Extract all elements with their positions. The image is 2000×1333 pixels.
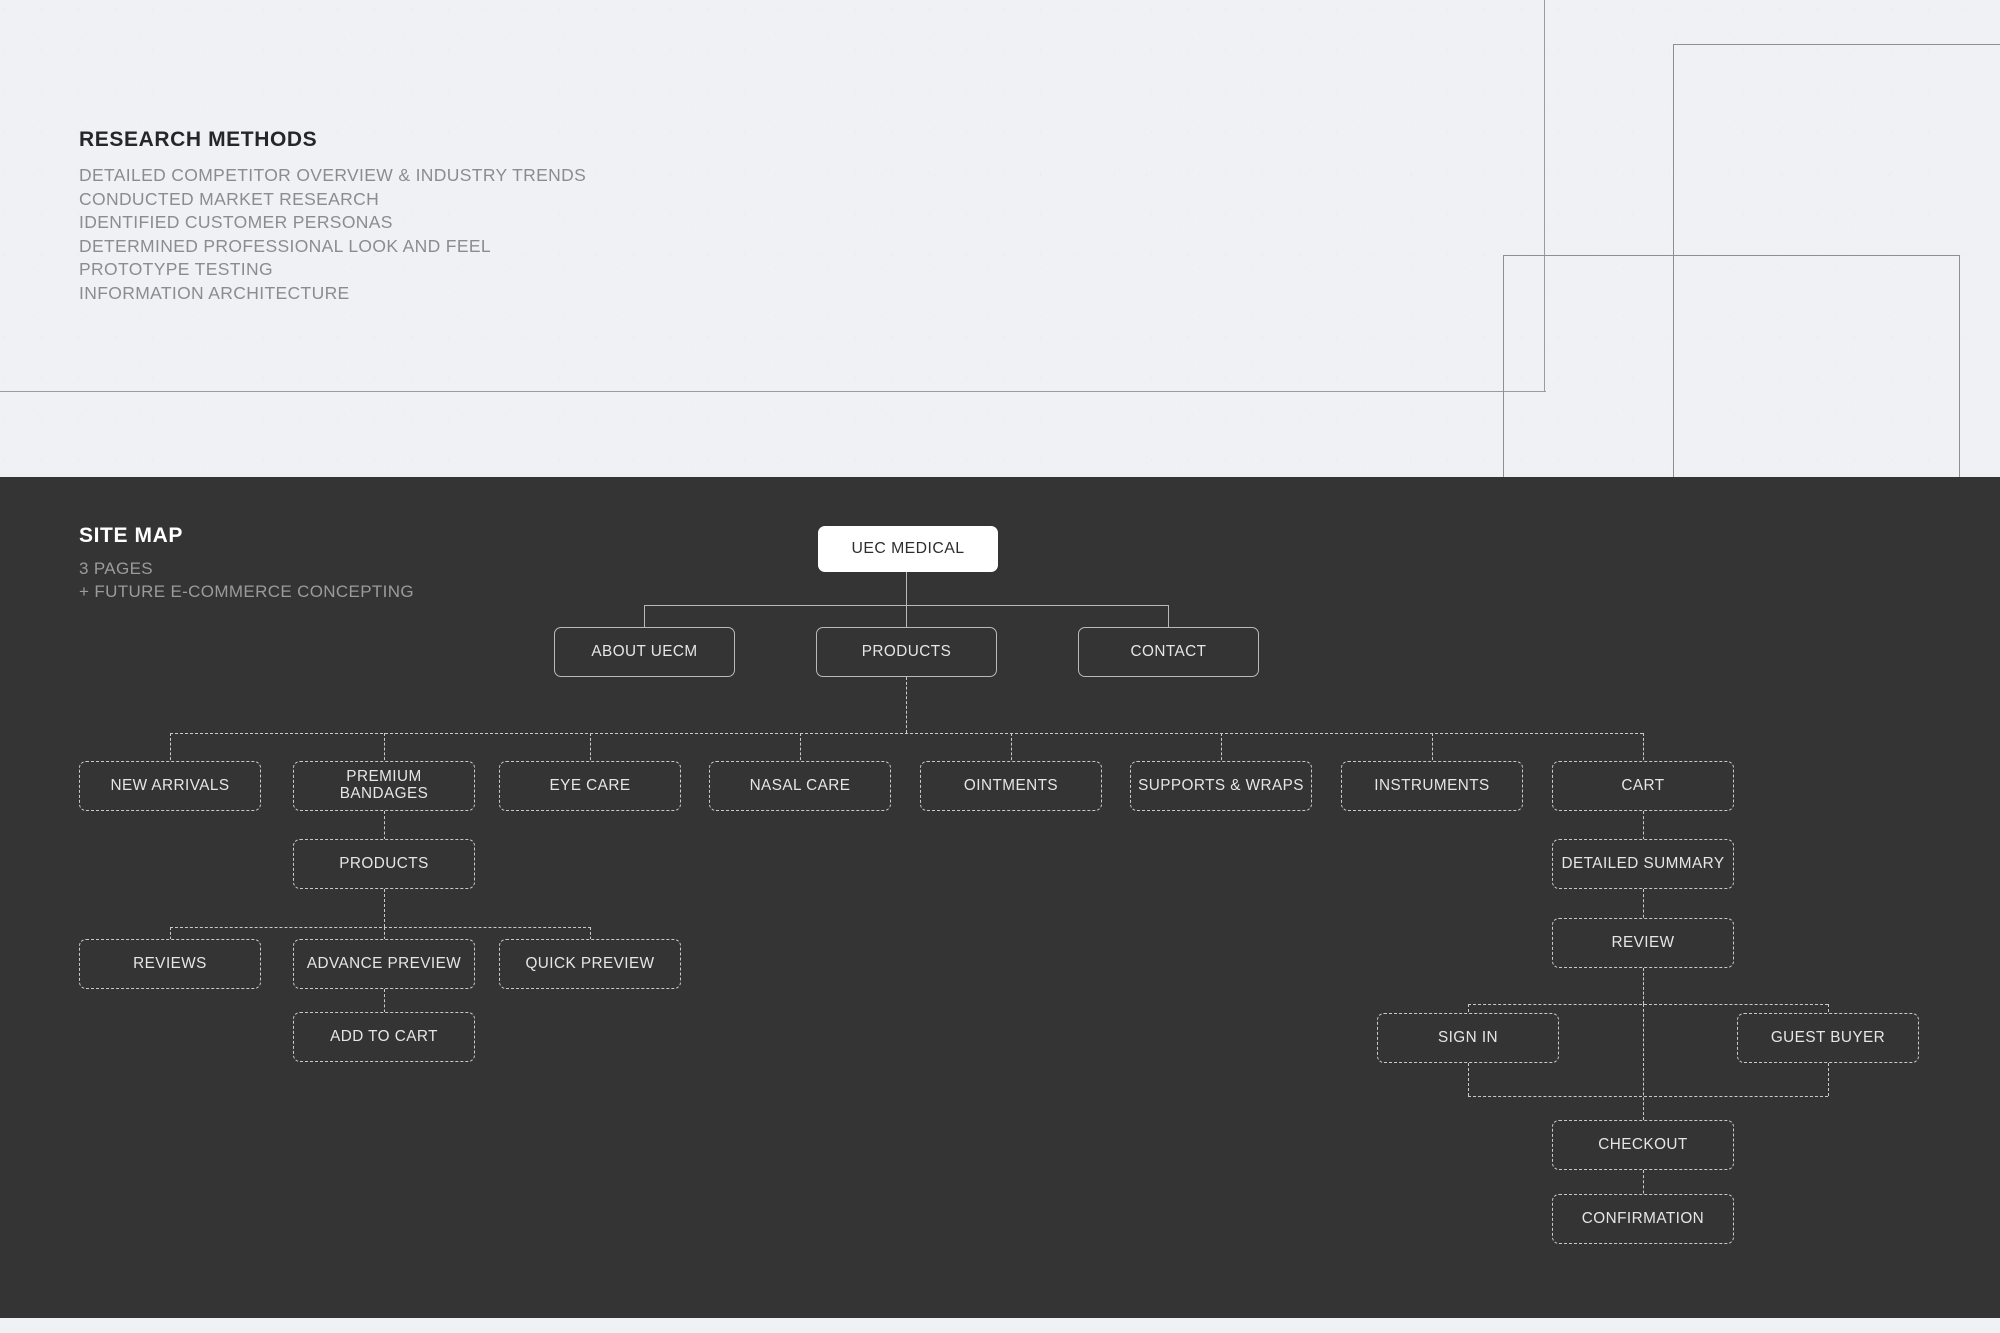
connector-new-arrivals-drop (170, 733, 171, 765)
decorative-rectangle-lower (1503, 255, 1960, 477)
connector-checkout-to-confirmation (1643, 1170, 1644, 1214)
research-method-item: INFORMATION ARCHITECTURE (79, 282, 350, 303)
node-premium-bandages[interactable]: PREMIUM BANDAGES (293, 761, 475, 811)
connector-premium-bandages-drop (384, 733, 385, 765)
node-label: ABOUT UECM (591, 642, 698, 660)
node-label: QUICK PREVIEW (525, 954, 655, 972)
node-checkout[interactable]: CHECKOUT (1552, 1120, 1734, 1170)
site-map-page-count: 3 PAGES (79, 559, 153, 578)
decorative-horizontal-divider (0, 391, 1546, 392)
connector-cart-to-summary (1643, 811, 1644, 855)
node-label: NASAL CARE (749, 776, 851, 794)
node-label: PRODUCTS (339, 854, 429, 872)
connector-nasal-care-drop (800, 733, 801, 765)
connector-review-down (1643, 968, 1644, 1004)
node-label: REVIEW (1611, 933, 1675, 951)
node-label: PREMIUM BANDAGES (339, 768, 429, 802)
research-method-item: IDENTIFIED CUSTOMER PERSONAS (79, 212, 393, 233)
node-label: CART (1621, 776, 1665, 794)
node-label: CONTACT (1130, 642, 1207, 660)
research-methods-section: RESEARCH METHODS DETAILED COMPETITOR OVE… (0, 0, 2000, 477)
node-supports-wraps[interactable]: SUPPORTS & WRAPS (1130, 761, 1312, 811)
node-products[interactable]: PRODUCTS (816, 627, 997, 677)
research-methods-list: DETAILED COMPETITOR OVERVIEW & INDUSTRY … (79, 164, 586, 306)
connector-summary-to-review (1643, 889, 1644, 933)
node-review[interactable]: REVIEW (1552, 918, 1734, 968)
node-products-sub[interactable]: PRODUCTS (293, 839, 475, 889)
node-advance-preview[interactable]: ADVANCE PREVIEW (293, 939, 475, 989)
site-map-title: SITE MAP (79, 524, 183, 547)
connector-review-through-to-checkout (1643, 1004, 1644, 1120)
connector-guest-bottom-drop (1828, 1063, 1829, 1096)
connector-ointments-drop (1011, 733, 1012, 765)
connector-level2-bus (170, 733, 1643, 734)
node-label: CHECKOUT (1598, 1135, 1688, 1153)
connector-products-drop (906, 605, 907, 635)
research-method-item: DETERMINED PROFESSIONAL LOOK AND FEEL (79, 235, 491, 256)
node-label: PRODUCTS (861, 642, 952, 660)
site-map-subtitle: 3 PAGES + FUTURE E-COMMERCE CONCEPTING (79, 557, 414, 603)
node-label: REVIEWS (133, 954, 207, 972)
node-label: UEC MEDICAL (851, 540, 965, 558)
node-label: GUEST BUYER (1770, 1028, 1886, 1046)
node-add-to-cart[interactable]: ADD TO CART (293, 1012, 475, 1062)
connector-bandages-to-products (384, 811, 385, 855)
connector-contact-drop (1168, 605, 1169, 635)
node-guest-buyer[interactable]: GUEST BUYER (1737, 1013, 1919, 1063)
node-reviews[interactable]: REVIEWS (79, 939, 261, 989)
research-method-item: CONDUCTED MARKET RESEARCH (79, 188, 380, 209)
connector-about-drop (644, 605, 645, 635)
node-about-uecm[interactable]: ABOUT UECM (554, 627, 735, 677)
node-confirmation[interactable]: CONFIRMATION (1552, 1194, 1734, 1244)
node-label: ADVANCE PREVIEW (306, 954, 462, 972)
node-uec-medical[interactable]: UEC MEDICAL (818, 526, 998, 572)
bottom-edge-strip (0, 1318, 2000, 1333)
research-method-item: DETAILED COMPETITOR OVERVIEW & INDUSTRY … (79, 165, 587, 185)
connector-advance-to-addcart (384, 989, 385, 1033)
node-quick-preview[interactable]: QUICK PREVIEW (499, 939, 681, 989)
node-nasal-care[interactable]: NASAL CARE (709, 761, 891, 811)
connector-signin-guest-top-bus (1468, 1004, 1828, 1005)
connector-instruments-drop (1432, 733, 1433, 765)
node-label: CONFIRMATION (1581, 1209, 1705, 1227)
research-method-item: PROTOTYPE TESTING (79, 259, 273, 280)
decorative-vertical-line-left (1544, 0, 1545, 392)
node-label: DETAILED SUMMARY (1561, 854, 1725, 872)
research-methods-block: RESEARCH METHODS DETAILED COMPETITOR OVE… (79, 128, 586, 306)
site-map-section: SITE MAP 3 PAGES + FUTURE E-COMMERCE CON… (0, 477, 2000, 1318)
connector-signin-guest-bottom-bus (1468, 1096, 1828, 1097)
node-label: ADD TO CART (330, 1027, 438, 1045)
node-sign-in-label-box[interactable]: SIGN IN (1377, 1013, 1559, 1063)
node-label: NEW ARRIVALS (110, 776, 230, 794)
node-new-arrivals[interactable]: NEW ARRIVALS (79, 761, 261, 811)
connector-products-sub-down (384, 889, 385, 927)
connector-products-to-bus (906, 677, 907, 733)
connector-products-sub-bus (170, 927, 591, 928)
decorative-rectangle-upper-right (1673, 44, 2000, 477)
node-ointments[interactable]: OINTMENTS (920, 761, 1102, 811)
research-methods-title: RESEARCH METHODS (79, 128, 318, 151)
node-label: INSTRUMENTS (1374, 776, 1490, 794)
node-label: EYE CARE (549, 776, 631, 794)
node-label: SUPPORTS & WRAPS (1138, 776, 1304, 794)
connector-root-down (906, 572, 907, 605)
connector-supports-wraps-drop (1221, 733, 1222, 765)
connector-cart-drop (1643, 733, 1644, 765)
node-eye-care[interactable]: EYE CARE (499, 761, 681, 811)
node-instruments[interactable]: INSTRUMENTS (1341, 761, 1523, 811)
node-label: OINTMENTS (963, 776, 1059, 794)
node-contact[interactable]: CONTACT (1078, 627, 1259, 677)
node-detailed-summary[interactable]: DETAILED SUMMARY (1552, 839, 1734, 889)
site-map-future-note: + FUTURE E-COMMERCE CONCEPTING (79, 582, 414, 601)
connector-eye-care-drop (590, 733, 591, 765)
connector-signin-bottom-drop (1468, 1063, 1469, 1096)
node-cart[interactable]: CART (1552, 761, 1734, 811)
node-label: SIGN IN (1437, 1028, 1499, 1046)
